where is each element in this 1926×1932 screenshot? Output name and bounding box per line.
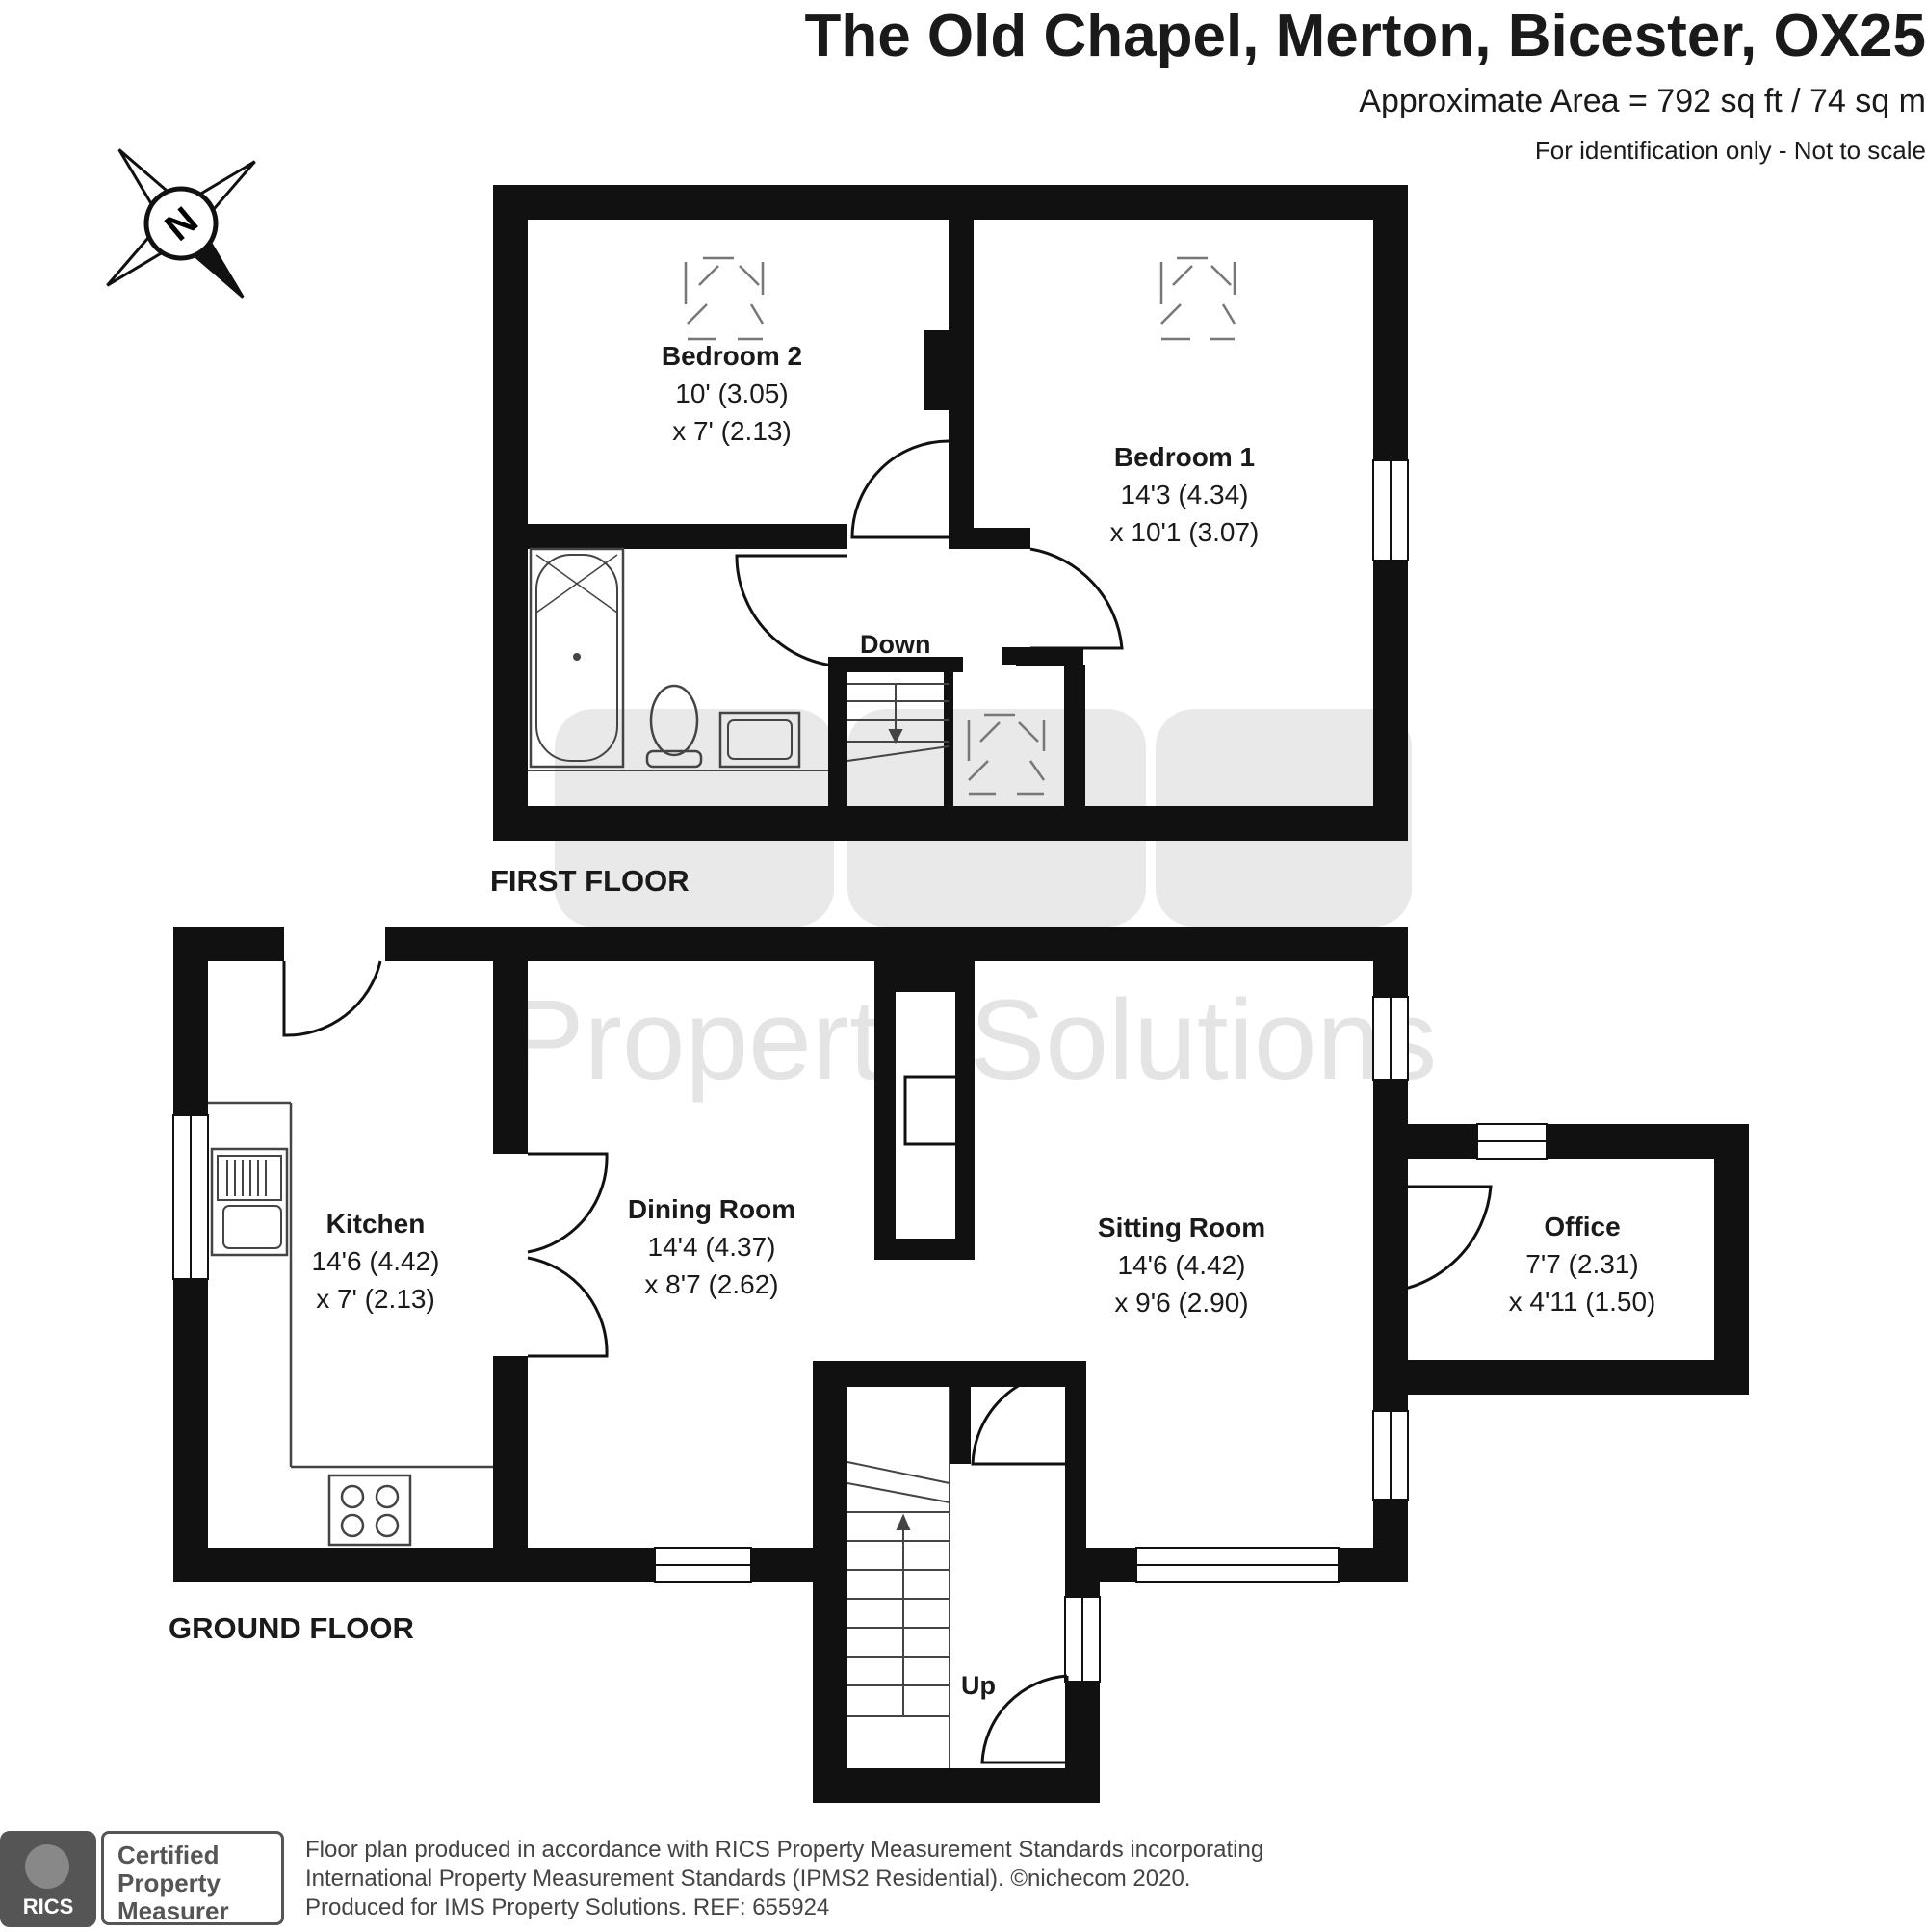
page-title: The Old Chapel, Merton, Bicester, OX25 xyxy=(804,3,1926,69)
ground-floor-plan xyxy=(172,927,1749,1803)
room-name: Bedroom 1 xyxy=(1113,442,1256,472)
door-swing xyxy=(980,1674,1069,1764)
room-office: Office 7'7 (2.31) x 4'11 (1.50) xyxy=(1509,1208,1656,1320)
rics-logo-text: RICS xyxy=(22,1894,74,1919)
wall xyxy=(528,524,847,549)
door-swing xyxy=(971,1370,1069,1466)
door-swing xyxy=(282,960,382,1037)
door-swing xyxy=(1372,1185,1493,1294)
compass-icon xyxy=(106,148,256,299)
footer-line: International Property Measurement Stand… xyxy=(305,1866,1191,1892)
office-floor xyxy=(1408,1159,1714,1360)
room-name: Bedroom 2 xyxy=(661,341,803,371)
stairs-up-label: Up xyxy=(961,1671,996,1700)
room-kitchen: Kitchen 14'6 (4.42) x 7' (2.13) xyxy=(312,1205,440,1318)
basin xyxy=(718,711,801,769)
room-dimension: 14'4 (4.37) xyxy=(647,1232,776,1262)
room-dimension: 14'3 (4.34) xyxy=(1120,480,1249,509)
wall xyxy=(493,961,528,1154)
rics-lion-icon xyxy=(25,1844,69,1889)
hob xyxy=(327,1474,412,1547)
stairs xyxy=(846,683,950,762)
room-dimension: x 10'1 (3.07) xyxy=(1109,517,1260,547)
wall xyxy=(828,665,847,806)
room-dimension: x 7' (2.13) xyxy=(672,416,792,446)
sink xyxy=(210,1147,289,1257)
toilet xyxy=(649,684,699,757)
room-dimension: x 8'7 (2.62) xyxy=(644,1269,779,1299)
door-swing xyxy=(735,554,848,668)
wall xyxy=(924,330,949,410)
rics-logo: RICS xyxy=(0,1831,96,1927)
footer-line: Produced for IMS Property Solutions. REF… xyxy=(305,1894,830,1920)
area-text: Approximate Area = 792 sq ft / 74 sq m xyxy=(1359,83,1926,119)
cert-line: Certified xyxy=(117,1841,220,1869)
door-swing xyxy=(527,1256,609,1358)
first-floor-label: FIRST FLOOR xyxy=(490,864,690,898)
room-sitting-room: Sitting Room 14'6 (4.42) x 9'6 (2.90) xyxy=(1098,1209,1265,1321)
stairs-down-label: Down xyxy=(860,630,931,659)
wall xyxy=(828,657,963,672)
first-floor-plan xyxy=(493,185,1409,841)
room-dining-room: Dining Room 14'4 (4.37) x 8'7 (2.62) xyxy=(628,1190,795,1303)
room-name: Sitting Room xyxy=(1097,1213,1266,1242)
scale-note: For identification only - Not to scale xyxy=(1534,136,1926,165)
footer-disclaimer: Floor plan produced in accordance with R… xyxy=(305,1836,1263,1922)
room-bedroom-1: Bedroom 1 14'3 (4.34) x 10'1 (3.07) xyxy=(1110,438,1260,551)
wall xyxy=(493,1356,528,1549)
room-name: Dining Room xyxy=(627,1194,796,1224)
room-name: Kitchen xyxy=(325,1209,426,1239)
wall xyxy=(1373,1124,1408,1159)
wall xyxy=(828,524,847,549)
wall xyxy=(1016,647,1083,666)
room-dimension: 14'6 (4.42) xyxy=(311,1246,440,1276)
bath-inner xyxy=(535,554,618,762)
wall xyxy=(1002,647,1021,665)
wall xyxy=(1064,665,1085,806)
wall xyxy=(949,220,974,528)
wall xyxy=(949,528,1030,549)
door-swing xyxy=(527,1152,609,1254)
door-swing xyxy=(1029,547,1124,650)
room-bedroom-2: Bedroom 2 10' (3.05) x 7' (2.13) xyxy=(662,337,802,450)
room-dimension: 14'6 (4.42) xyxy=(1117,1250,1246,1280)
cert-line: Property xyxy=(117,1868,221,1897)
room-dimension: x 4'11 (1.50) xyxy=(1508,1287,1656,1317)
wall xyxy=(950,1387,971,1464)
room-dimension: x 7' (2.13) xyxy=(316,1284,435,1314)
bath xyxy=(529,547,625,769)
ground-floor-label: GROUND FLOOR xyxy=(169,1611,414,1645)
wall xyxy=(944,665,953,806)
room-name: Office xyxy=(1544,1212,1621,1241)
footer-line: Floor plan produced in accordance with R… xyxy=(305,1837,1264,1863)
cert-line: Measurer xyxy=(117,1896,229,1925)
door-swing xyxy=(850,439,950,539)
room-dimension: x 9'6 (2.90) xyxy=(1114,1288,1249,1318)
skylight-icon xyxy=(684,256,1236,796)
wall xyxy=(1373,1360,1408,1395)
ground-floor-outer-wall xyxy=(173,927,1749,1803)
stairs xyxy=(846,1387,950,1768)
room-dimension: 10' (3.05) xyxy=(675,379,789,408)
room-dimension: 7'7 (2.31) xyxy=(1525,1249,1639,1279)
certified-measurer-badge: Certified Property Measurer xyxy=(101,1831,284,1925)
